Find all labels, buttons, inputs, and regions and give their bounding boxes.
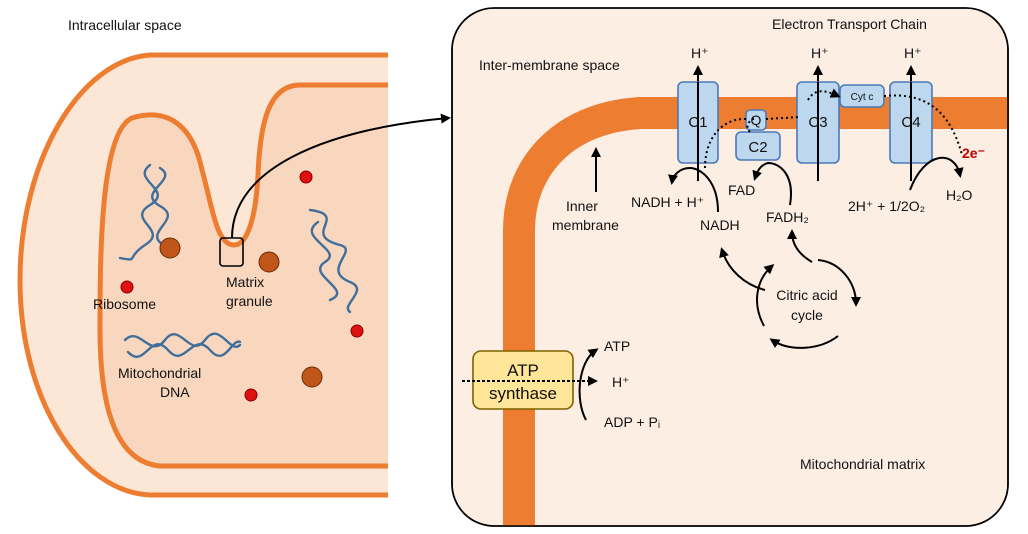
fad-label: FAD	[728, 182, 755, 198]
inner-membrane-label-2: membrane	[552, 217, 619, 233]
dna-strand-1b	[151, 166, 169, 248]
ribosome-3	[350, 324, 364, 338]
dna-strand-3a	[123, 332, 242, 349]
c1-label: C1	[688, 114, 707, 131]
atp-synthase-label-2: synthase	[489, 384, 557, 403]
electron-path-c2-q	[746, 117, 757, 133]
dna-strand-2a	[308, 208, 359, 314]
mito-dna-label-1: Mitochondrial	[118, 365, 201, 381]
complex-c2	[735, 131, 781, 161]
etc-title: Electron Transport Chain	[772, 16, 927, 32]
oxygen-label: 2H⁺ + 1/2O₂	[848, 198, 925, 214]
complex-c4	[889, 81, 933, 181]
ribosome-1	[299, 170, 313, 184]
complex-c1	[677, 81, 719, 181]
q-label: Q	[751, 112, 762, 128]
dna-strand-1a	[118, 163, 159, 261]
atp-production-arrow	[578, 348, 599, 421]
c1-h-plus: H⁺	[691, 45, 709, 61]
electron-path-q-c3	[765, 116, 801, 120]
intracellular-space-label: Intracellular space	[68, 17, 182, 33]
citric-acid-label-2: cycle	[791, 307, 823, 323]
nadh-label: NADH	[700, 217, 740, 233]
citric-acid-label-1: Citric acid	[776, 287, 837, 303]
fadh2-label: FADH₂	[766, 209, 809, 225]
matrix-granule-1	[159, 237, 181, 259]
two-electrons-label: 2e⁻	[962, 145, 985, 161]
dna-strand-2b	[310, 220, 339, 302]
matrix-granule-3	[301, 366, 323, 388]
matrix-granule-label-2: granule	[226, 293, 273, 309]
electron-path-c3-cytc	[807, 88, 841, 101]
electron-path-c1-q	[704, 117, 747, 169]
complex-c3	[796, 81, 840, 181]
ribosome-2	[120, 280, 134, 294]
ribosome-label: Ribosome	[93, 296, 156, 312]
nadh-h-label: NADH + H⁺	[631, 194, 704, 210]
cyt-c-label: Cyt c	[851, 92, 874, 103]
matrix-label: Mitochondrial matrix	[800, 456, 925, 472]
atp-synthase-label-1: ATP	[507, 361, 539, 380]
atp-synthase-h-plus: H⁺	[612, 374, 630, 390]
dna-strand-3b	[126, 340, 242, 358]
zoom-arrow	[231, 113, 451, 239]
atp-label: ATP	[604, 338, 630, 354]
inner-membrane-label-1: Inner	[566, 198, 598, 214]
water-label: H₂O	[946, 187, 973, 203]
intermembrane-label: Inter-membrane space	[479, 57, 620, 73]
c4-h-plus: H⁺	[904, 45, 922, 61]
fadh2-oxidation-arrow	[752, 161, 792, 206]
citric-acid-cycle	[719, 229, 861, 349]
matrix-granule-label-1: Matrix	[226, 274, 264, 290]
inner-membrane-band	[503, 97, 1008, 526]
c3-label: C3	[808, 114, 827, 131]
c2-label: C2	[748, 139, 767, 156]
adp-label: ADP + Pᵢ	[604, 414, 660, 430]
matrix-granule-2	[258, 251, 280, 273]
nadh-oxidation-arrow	[668, 166, 719, 213]
oxygen-reduction-arrow	[909, 156, 964, 191]
mito-dna-label-2: DNA	[160, 384, 190, 400]
mitochondrion-cross-section	[17, 52, 451, 498]
c4-label: C4	[901, 114, 920, 131]
ribosome-4	[244, 388, 258, 402]
ubiquinone-q	[745, 109, 767, 131]
c3-h-plus: H⁺	[811, 45, 829, 61]
